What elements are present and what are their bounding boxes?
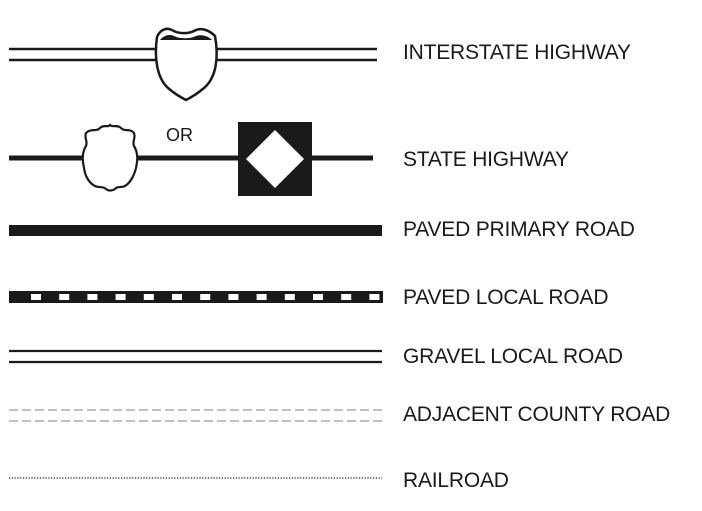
paved-local-road-dash <box>369 294 380 300</box>
paved-local-road-dash <box>143 294 154 300</box>
paved-local-road-dash <box>313 294 323 300</box>
paved-local-road-dash <box>256 294 267 300</box>
paved-local-road-dash <box>59 294 70 300</box>
paved-primary-road-symbol <box>9 225 382 236</box>
legend-label-paved-primary-road: PAVED PRIMARY ROAD <box>403 218 635 241</box>
state-shield-icon <box>81 123 139 192</box>
paved-local-road-dash <box>172 294 182 300</box>
legend-label-adjacent-county-road: ADJACENT COUNTY ROAD <box>403 403 671 426</box>
gravel-local-road-symbol <box>9 349 382 364</box>
state-highway-symbol <box>9 122 373 196</box>
legend-label-state-highway: STATE HIGHWAY <box>403 148 569 171</box>
or-connector-label: OR <box>166 125 193 145</box>
paved-local-road-dash <box>341 294 352 300</box>
adjacent-county-road-symbol <box>9 409 382 422</box>
paved-local-road-dash <box>228 294 239 300</box>
paved-local-road-symbol <box>9 291 383 303</box>
legend-label-interstate-highway: INTERSTATE HIGHWAY <box>403 41 631 64</box>
legend-label-gravel-local-road: GRAVEL LOCAL ROAD <box>403 345 623 368</box>
legend-label-railroad: RAILROAD <box>403 469 509 492</box>
paved-local-road-dashes <box>31 294 380 300</box>
interstate-highway-symbol <box>9 27 377 102</box>
paved-local-road-dash <box>115 294 126 300</box>
legend-label-paved-local-road: PAVED LOCAL ROAD <box>403 286 609 309</box>
paved-local-road-dash <box>284 294 295 300</box>
paved-local-road-dash <box>87 294 98 300</box>
interstate-shield-icon <box>154 27 218 102</box>
state-diamond-marker-icon <box>238 122 312 196</box>
paved-local-road-dash <box>200 294 211 300</box>
paved-local-road-dash <box>31 294 41 300</box>
